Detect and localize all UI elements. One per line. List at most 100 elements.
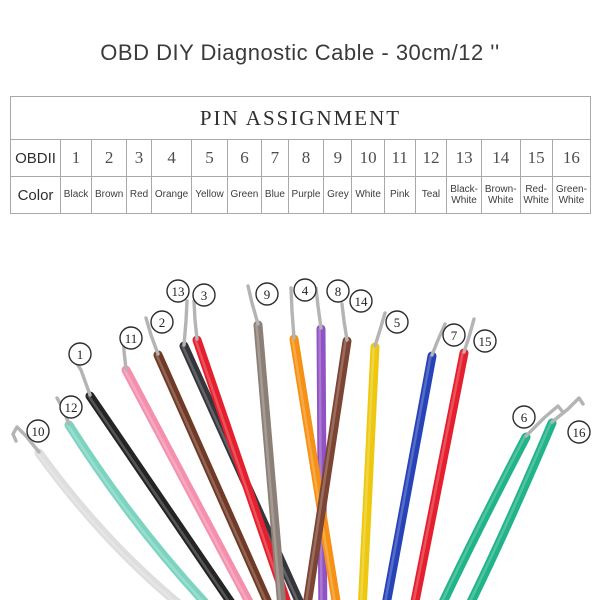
wire-6-terminal-icon [524,404,564,438]
pin-cell-8: 8 [287,139,325,177]
wire-3-label-ring [192,283,216,307]
wire-4-label: 4 [293,278,317,302]
pin-cell-14: 14 [480,139,521,177]
wire-16-label: 16 [567,420,591,444]
wire-4-terminal-icon [289,286,296,340]
color-cell-1: Black [59,176,93,214]
wire-10-label-number: 10 [32,424,45,439]
wire-10-insulation [34,448,182,600]
wire-8-terminal-icon [314,286,323,330]
wire-14-label-number: 14 [355,294,369,309]
color-cell-2: Brown [91,176,128,214]
color-cell-16: Green- White [551,176,592,214]
wire-3-terminal-icon [192,299,199,341]
wire-8-label: 8 [326,279,350,303]
wire-5-label-ring [385,310,409,334]
wire-3-label-number: 3 [201,288,208,303]
color-cell-5: Yellow [191,176,228,214]
wire-2-label-ring [150,310,174,334]
wire-12-label: 12 [59,395,83,419]
wire-9-label-number: 9 [264,287,271,302]
wire-6-label-ring [512,405,536,429]
pin-cell-6: 6 [226,139,263,177]
wire-15-insulation [410,348,469,600]
pin-cell-2: 2 [91,139,128,177]
wire-12-insulation [64,420,209,600]
wire-9-label: 9 [255,282,279,306]
pin-cell-5: 5 [191,139,228,177]
table-title: PIN ASSIGNMENT [10,96,591,140]
wire-15-label: 15 [473,329,497,353]
wire-11-label-number: 11 [125,331,138,346]
pin-cell-11: 11 [383,139,416,177]
wire-11-label-ring [119,326,143,350]
wire-14-label-ring [349,289,373,313]
color-cell-4: Orange [150,176,193,214]
color-cell-3: Red [126,176,152,214]
wire-16-label-number: 16 [573,425,587,440]
pin-cell-7: 7 [261,139,289,177]
wire-6-label-number: 6 [521,410,528,425]
wire-12-label-ring [59,395,83,419]
wire-7-label-ring [442,323,466,347]
wire-15-highlight [412,351,464,600]
pin-cell-10: 10 [351,139,385,177]
wire-5-label-number: 5 [394,315,401,330]
wire-10-highlight [36,451,175,600]
wire-10-terminal-icon [11,425,41,454]
pin-cell-13: 13 [446,139,482,177]
wire-13-label-ring [166,279,190,303]
wire-5-highlight [359,345,375,600]
color-cell-9: Grey [323,176,353,214]
color-cell-7: Blue [261,176,289,214]
wire-5-insulation [358,342,380,600]
wire-7-insulation [382,351,437,600]
wire-5-label: 5 [385,310,409,334]
wire-9-highlight [255,323,282,600]
wire-10-label: 10 [26,419,50,443]
wire-3-label: 3 [192,283,216,307]
wire-2-terminal-icon [144,316,160,356]
row-header-obdii: OBDII [10,139,61,177]
pin-cell-9: 9 [323,139,353,177]
wire-15-terminal-icon [462,317,476,354]
wire-14-label: 14 [349,289,373,313]
wire-9-terminal-icon [246,284,260,326]
pin-cell-16: 16 [551,139,592,177]
wire-1-label-ring [68,342,92,366]
wire-2-highlight [155,353,267,600]
wire-13-terminal-icon [182,299,189,347]
wire-14-highlight [305,339,347,600]
color-cell-13: Black- White [446,176,482,214]
wire-7-label-number: 7 [451,328,458,343]
wire-11-label: 11 [119,326,143,350]
color-cell-8: Purple [287,176,325,214]
wire-10-label-ring [26,419,50,443]
pin-cell-1: 1 [59,139,93,177]
wire-6-insulation [439,432,531,600]
wire-14-insulation [303,336,352,600]
wire-6-label: 6 [512,405,536,429]
wire-1-insulation [85,391,235,600]
color-cell-10: White [351,176,385,214]
wire-16-highlight [469,421,552,600]
wire-14-terminal-icon [340,302,349,342]
wire-8-label-number: 8 [335,284,342,299]
pin-cell-4: 4 [150,139,193,177]
wire-11-highlight [123,368,249,600]
color-cell-11: Pink [383,176,416,214]
wire-9-label-ring [255,282,279,306]
wire-15-label-ring [473,329,497,353]
wire-7-label: 7 [442,323,466,347]
wire-4-insulation [289,334,341,600]
wire-15-label-number: 15 [479,334,492,349]
wire-1-terminal-icon [74,360,92,397]
wire-11-insulation [121,365,254,600]
wire-2-insulation [153,350,272,600]
wire-4-label-number: 4 [302,283,309,298]
pin-cell-12: 12 [414,139,448,177]
wire-12-label-number: 12 [65,400,78,415]
color-cell-6: Green [226,176,263,214]
